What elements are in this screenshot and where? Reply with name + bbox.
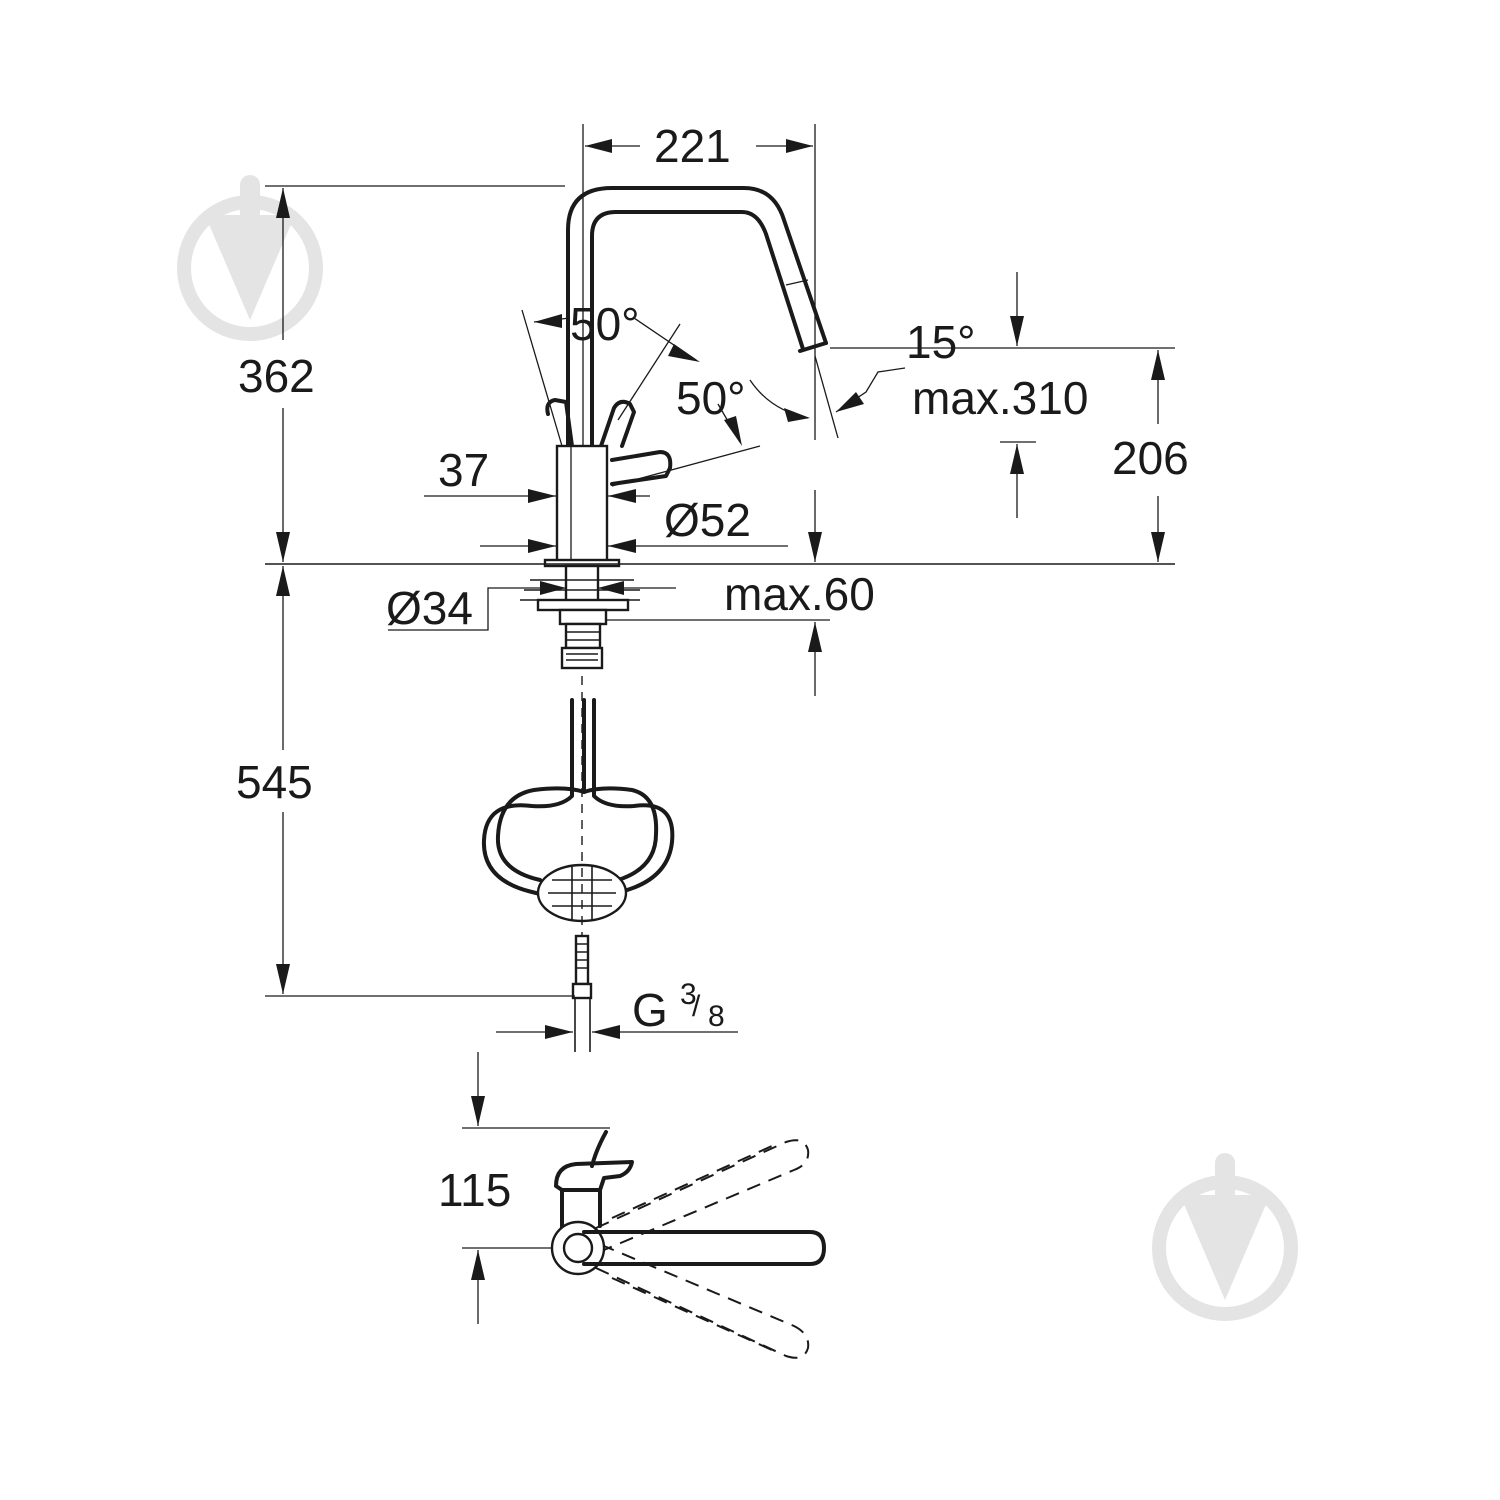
- label-spout-reach: 221: [654, 120, 731, 172]
- label-connection-den: 8: [708, 1000, 725, 1033]
- label-connection-prefix: G: [632, 984, 668, 1036]
- label-lever-angle-left: 50°: [570, 298, 640, 350]
- label-body-diameter: Ø52: [664, 494, 751, 546]
- watermark-logo-bottom-right: [1152, 1153, 1298, 1321]
- label-shank-diameter: Ø34: [386, 582, 473, 634]
- label-hose-length: 545: [236, 756, 313, 808]
- label-spout-height: 206: [1112, 432, 1189, 484]
- label-swivel-offset: 115: [438, 1164, 511, 1216]
- label-lever-angle-right: 50°: [676, 372, 746, 424]
- label-max-deck-thickness: max.60: [724, 568, 875, 620]
- dimension-labels: 221 362 206 15° max.310 50° 50° 37 Ø52 Ø…: [236, 120, 1189, 1216]
- label-lever-width: 37: [438, 444, 489, 496]
- label-total-height: 362: [238, 350, 315, 402]
- label-connection-slash: /: [692, 990, 701, 1023]
- faucet-top-view: [550, 1130, 826, 1359]
- label-max-reach: max.310: [912, 372, 1088, 424]
- dimension-lines: [265, 124, 1175, 1324]
- label-spray-angle: 15°: [906, 316, 976, 368]
- label-connection-num: 3: [680, 978, 697, 1011]
- watermark-logo-top-left: [177, 175, 323, 341]
